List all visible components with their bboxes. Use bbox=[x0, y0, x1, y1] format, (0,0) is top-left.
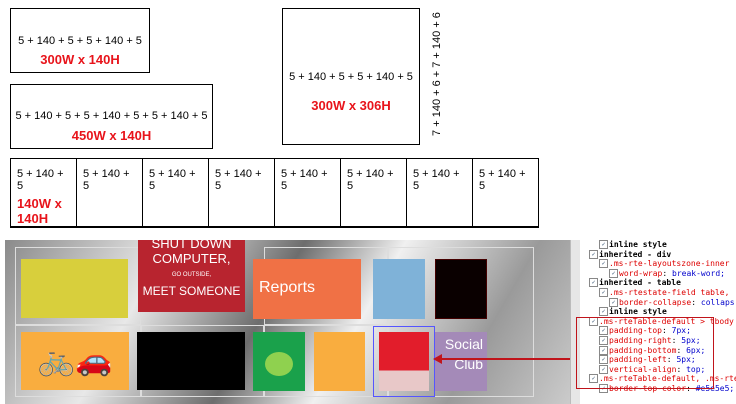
css-rule-line[interactable]: ✓word-wrap: break-word; bbox=[583, 268, 736, 279]
poster-text: MEET SOMEONE bbox=[142, 284, 241, 298]
css-property: vertical-align bbox=[609, 364, 677, 374]
css-selector: inherited - div bbox=[599, 249, 672, 259]
css-selector: inline style bbox=[609, 240, 667, 249]
checkbox-icon[interactable]: ✓ bbox=[599, 307, 608, 317]
css-value: collaps bbox=[700, 297, 735, 307]
grid-cell: 5 + 140 + 5 bbox=[76, 158, 143, 228]
css-value: break-word; bbox=[672, 268, 725, 278]
amber-tile[interactable] bbox=[314, 332, 365, 391]
arrow-indicator bbox=[438, 358, 580, 360]
css-property: padding-left bbox=[609, 355, 667, 365]
checkbox-icon[interactable]: ✓ bbox=[599, 345, 608, 355]
tile-page-screenshot: SHUT DOWN COMPUTER, GO OUTSIDE, MEET SOM… bbox=[5, 240, 580, 404]
css-selector: .ms-rte-layoutszone-inner bbox=[609, 259, 730, 269]
angry-bird-icon bbox=[379, 332, 429, 391]
vertical-formula: 7 + 140 + 6 + 7 + 140 + 6 bbox=[431, 12, 443, 136]
checkbox-icon[interactable]: ✓ bbox=[609, 268, 618, 278]
box-size: 450W x 140H bbox=[71, 128, 152, 143]
cell-formula: 5 + 140 + 5 bbox=[17, 168, 64, 192]
checkbox-icon[interactable]: ✓ bbox=[599, 240, 608, 249]
grid-cell: 5 + 140 + 5 bbox=[406, 158, 473, 228]
css-property: padding-top bbox=[609, 326, 662, 336]
grid-cell: 5 + 140 + 5 bbox=[142, 158, 209, 228]
club-label: Club bbox=[454, 356, 483, 372]
css-property: padding-right bbox=[609, 335, 672, 345]
checkbox-icon[interactable]: ✓ bbox=[599, 259, 608, 269]
css-rule-line[interactable]: ✓padding-right: 5px; bbox=[583, 335, 736, 346]
css-property: border-collapse bbox=[619, 297, 692, 307]
grid-cell: 5 + 140 + 5 bbox=[472, 158, 539, 228]
css-selector: .ms-rtestate-field table, . bbox=[609, 287, 736, 297]
css-selector: .ms-rteTable-default > tbody bbox=[599, 316, 734, 326]
css-property: word-wrap bbox=[619, 268, 663, 278]
css-value: #e5e5e5; bbox=[695, 383, 735, 393]
css-selector: .ms-rteTable-default, .ms-rte bbox=[599, 374, 736, 384]
css-rule-line[interactable]: ✓.ms-rtestate-field table, . bbox=[583, 287, 736, 298]
css-rule-line[interactable]: ✓padding-left: 5px; bbox=[583, 355, 736, 365]
css-rule-line[interactable]: ✓inline style bbox=[583, 307, 736, 317]
css-value: 5px; bbox=[676, 355, 696, 365]
css-value: top; bbox=[686, 364, 706, 374]
checkbox-icon[interactable]: ✓ bbox=[589, 278, 598, 288]
checkbox-icon[interactable]: ✓ bbox=[609, 297, 618, 307]
pig-tile[interactable] bbox=[253, 332, 305, 391]
css-rule-line[interactable]: ✓vertical-align: top; bbox=[583, 364, 736, 375]
checkbox-icon[interactable]: ✓ bbox=[599, 335, 608, 345]
css-rule-line[interactable]: ✓padding-bottom: 6px; bbox=[583, 345, 736, 356]
checkbox-icon[interactable]: ✓ bbox=[599, 326, 608, 336]
pig-icon bbox=[265, 352, 293, 376]
grid-cell: 5 + 140 + 5 bbox=[208, 158, 275, 228]
poster-text: SHUT DOWN bbox=[151, 240, 232, 251]
social-label: Social bbox=[444, 336, 483, 352]
css-rule-line[interactable]: ✓.ms-rte-layoutszone-inner bbox=[583, 259, 736, 269]
poster-text: GO OUTSIDE, bbox=[171, 272, 212, 278]
checkbox-icon[interactable]: ✓ bbox=[599, 355, 608, 365]
grid-cell: 5 + 140 + 5 140W x 140H bbox=[10, 158, 77, 228]
css-rule-line[interactable]: ✓inherited - table bbox=[583, 278, 736, 288]
css-rule-line[interactable]: ✓border-collapse: collaps bbox=[583, 297, 736, 308]
cell-size: 140W x 140H bbox=[17, 196, 62, 226]
arrow-head-icon bbox=[433, 354, 442, 364]
box-size: 300W x 140H bbox=[40, 52, 120, 67]
grid-cell: 5 + 140 + 5 bbox=[274, 158, 341, 228]
css-value: 7px; bbox=[671, 326, 691, 336]
poster-tile[interactable]: SHUT DOWN COMPUTER, GO OUTSIDE, MEET SOM… bbox=[138, 240, 245, 312]
checkbox-icon[interactable]: ✓ bbox=[589, 374, 598, 384]
scrollbar[interactable] bbox=[570, 240, 580, 404]
grid-table: 5 + 140 + 5 140W x 140H 5 + 140 + 5 5 + 1… bbox=[10, 158, 539, 228]
black-tile[interactable] bbox=[137, 332, 245, 390]
box-300x306: 5 + 140 + 5 + 5 + 140 + 5 300W x 306H bbox=[282, 8, 420, 145]
bike-car-icon: 🚲🚗 bbox=[37, 344, 113, 377]
box-formula: 5 + 140 + 5 + 5 + 140 + 5 + 5 + 140 + 5 bbox=[15, 110, 208, 122]
css-value: 5px; bbox=[681, 335, 701, 345]
grid-cell: 5 + 140 + 5 bbox=[340, 158, 407, 228]
yellow-tile[interactable] bbox=[21, 259, 128, 318]
css-selector: inline style bbox=[609, 307, 667, 317]
checkbox-icon[interactable]: ✓ bbox=[599, 364, 608, 374]
angry-bird-tile[interactable] bbox=[373, 326, 435, 397]
blue-tile[interactable] bbox=[373, 259, 425, 319]
css-devtools-panel: ✓inline style✓inherited - div✓.ms-rte-la… bbox=[583, 240, 736, 404]
css-rule-line[interactable]: ✓.ms-rteTable-default, .ms-rte bbox=[583, 374, 736, 384]
poster-text: COMPUTER, bbox=[152, 251, 231, 266]
checkbox-icon[interactable]: ✓ bbox=[589, 249, 598, 259]
css-property: padding-bottom bbox=[609, 345, 677, 355]
css-selector: inherited - table bbox=[599, 278, 681, 288]
reports-tile[interactable]: Reports bbox=[253, 259, 361, 319]
css-rule-line[interactable]: ✓inherited - div bbox=[583, 249, 736, 260]
speedometer-tile[interactable] bbox=[435, 259, 487, 319]
box-formula: 5 + 140 + 5 + 5 + 140 + 5 bbox=[18, 35, 142, 47]
css-rule-line[interactable]: ✓inline style bbox=[583, 240, 736, 250]
highlight-box bbox=[576, 317, 714, 389]
box-450x140: 5 + 140 + 5 + 5 + 140 + 5 + 5 + 140 + 5 … bbox=[10, 84, 213, 149]
box-size: 300W x 306H bbox=[311, 98, 391, 113]
checkbox-icon[interactable]: ✓ bbox=[599, 287, 608, 297]
box-formula: 5 + 140 + 5 + 5 + 140 + 5 bbox=[289, 71, 413, 83]
traffic-tile[interactable]: 🚲🚗 bbox=[21, 332, 129, 390]
css-rule-line[interactable]: ✓padding-top: 7px; bbox=[583, 326, 736, 336]
box-300x140: 5 + 140 + 5 + 5 + 140 + 5 300W x 140H bbox=[10, 8, 150, 73]
social-club-tile[interactable]: Social Club bbox=[435, 332, 487, 391]
css-value: 6px; bbox=[686, 345, 706, 355]
